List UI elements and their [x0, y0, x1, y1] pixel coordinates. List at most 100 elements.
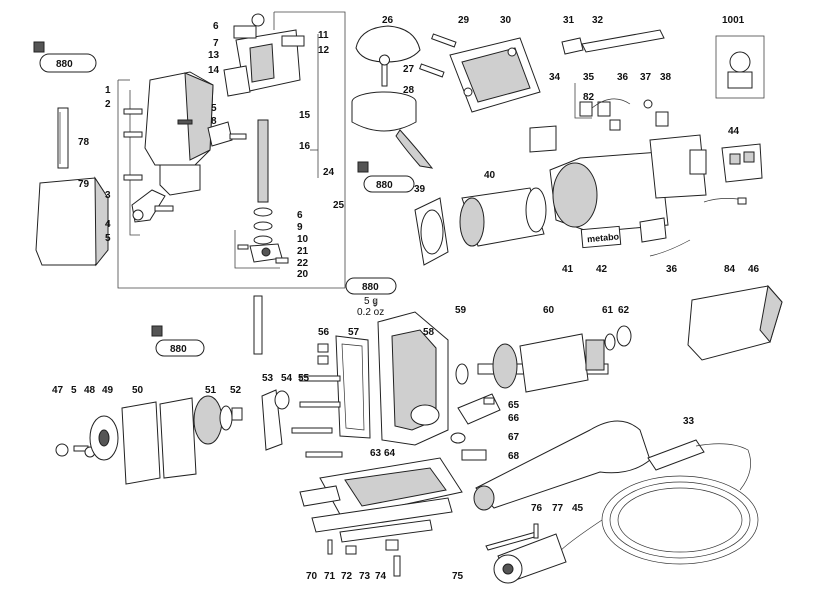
- part-number-label: 56: [318, 327, 330, 338]
- part-number-label: 42: [596, 264, 608, 275]
- bearing-59: [455, 363, 469, 385]
- hex-key-76: [485, 523, 539, 551]
- part-number-label: 4: [105, 219, 111, 230]
- part-number-label: 11: [318, 30, 329, 41]
- brushes-35-36-37-38: [579, 98, 669, 131]
- power-cord-45: [493, 475, 759, 584]
- pins-56: [317, 343, 329, 365]
- part-number-label: 35: [583, 72, 595, 83]
- part-number-label: 45: [572, 503, 584, 514]
- part-number-label: 8: [211, 116, 217, 127]
- part-number-label: 5: [71, 385, 77, 396]
- part-number-label: 13: [208, 50, 220, 61]
- spring-clip-78: [57, 107, 69, 169]
- part-number-label: 58: [423, 327, 435, 338]
- plunger-rod-16: [257, 119, 269, 203]
- part-number-label: 14: [208, 65, 220, 76]
- part-number-label: 46: [748, 264, 760, 275]
- armature-60: [477, 333, 609, 393]
- part-number-label: 12: [318, 45, 330, 56]
- part-number-label: 55: [298, 373, 310, 384]
- part-number-label: 38: [660, 72, 672, 83]
- part-number-label: 47: [52, 385, 64, 396]
- part-number-label: 53: [262, 373, 274, 384]
- part-number-label: 37: [640, 72, 652, 83]
- part-number-label: 70: [306, 571, 318, 582]
- screw-27: [379, 54, 390, 87]
- gear-cover-plate-30: [449, 37, 541, 113]
- part-number-label: 60: [543, 305, 555, 316]
- tube-label: 880: [362, 282, 379, 293]
- part-number-label: 39: [414, 184, 426, 195]
- part-number-label: 9: [297, 222, 303, 233]
- screws-55: [291, 375, 343, 458]
- part-number-label: 77: [552, 503, 564, 514]
- part-number-label: 6: [297, 210, 303, 221]
- part-number-label: 51: [205, 385, 217, 396]
- part-number-label: 72: [341, 571, 353, 582]
- brand-plate-42: metabo: [580, 225, 622, 249]
- part-number-label: 34: [549, 72, 561, 83]
- fan-baffle-39: [414, 197, 449, 266]
- part-number-label: 71: [324, 571, 336, 582]
- gear-housing-58: [377, 311, 449, 446]
- grease-tube-4: 880: [151, 325, 205, 357]
- part-number-label: 20: [297, 269, 309, 280]
- speed-knob-26: [355, 25, 421, 63]
- part-number-label: 76: [531, 503, 543, 514]
- part-number-label: 49: [102, 385, 114, 396]
- capacitor-and-wires: [639, 197, 747, 257]
- part-number-label: 36: [666, 264, 678, 275]
- part-number-label: 40: [484, 170, 496, 181]
- motor-housing-41: [549, 134, 707, 233]
- part-number-label: 24: [323, 167, 335, 178]
- part-number-label: 59: [455, 305, 467, 316]
- part-number-label: 21: [297, 246, 309, 257]
- part-number-label: 32: [592, 15, 604, 26]
- tube-label: 880: [56, 59, 73, 70]
- guide-clip-14: [223, 65, 251, 97]
- part-number-label: 52: [230, 385, 242, 396]
- part-number-label: 25: [333, 200, 345, 211]
- part-number-label: 41: [562, 264, 574, 275]
- grease-tube-3: 880: [345, 277, 397, 295]
- bracket-8: [207, 121, 247, 147]
- part-number-label: 78: [78, 137, 90, 148]
- part-number-label: 79: [78, 179, 90, 190]
- gear-train-parts: [55, 389, 290, 485]
- part-number-label: 15: [299, 110, 311, 121]
- grease-tube-1: 880: [33, 41, 97, 73]
- assembly-frames: [117, 11, 765, 307]
- part-number-label: 50: [132, 385, 144, 396]
- part-number-label: 2: [105, 99, 111, 110]
- part-number-label: 48: [84, 385, 96, 396]
- part-number-label: 5: [105, 233, 111, 244]
- part-number-label: 27: [403, 64, 415, 75]
- part-number-label: 22: [297, 258, 309, 269]
- switch-slider-31-32: [561, 29, 665, 55]
- part-number-label: 67: [508, 432, 520, 443]
- part-number-label: 64: [384, 448, 396, 459]
- part-number-label: 82: [583, 92, 595, 103]
- tube-note-grams: 5 g: [364, 296, 378, 307]
- part-number-label: 73: [359, 571, 371, 582]
- part-number-label: 1001: [722, 15, 745, 26]
- guide-block-13: [233, 13, 305, 93]
- bearings-61-62: [604, 325, 632, 351]
- part-number-label: 74: [375, 571, 387, 582]
- roller-67-68: [450, 432, 487, 461]
- handle-cover-46: [687, 284, 783, 361]
- part-number-label: 16: [299, 141, 311, 152]
- part-number-label: 10: [297, 234, 309, 245]
- brand-label: metabo: [587, 231, 620, 244]
- rod-washers: [253, 207, 273, 245]
- part-number-label: 54: [281, 373, 293, 384]
- gear-housing-cover: [144, 71, 214, 196]
- part-number-label: 28: [403, 85, 415, 96]
- part-number-label: 26: [382, 15, 394, 26]
- inset-symbol-1001: [727, 51, 753, 89]
- part-number-label: 65: [508, 400, 520, 411]
- gasket-57: [335, 335, 371, 439]
- blade-guide-65-66: [457, 393, 501, 425]
